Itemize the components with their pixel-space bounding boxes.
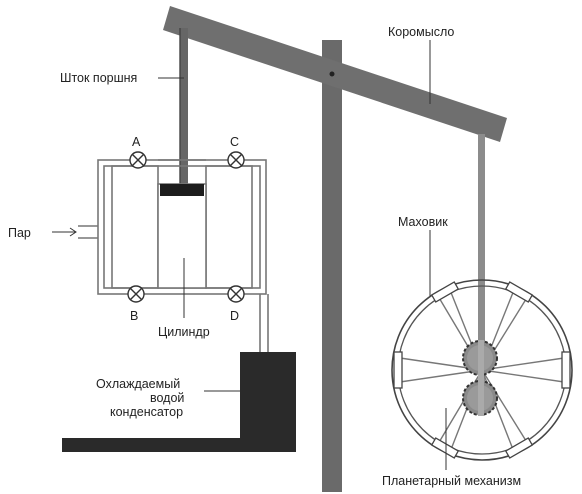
valve-a xyxy=(129,151,147,169)
valve-b xyxy=(127,285,145,303)
condenser xyxy=(62,352,296,452)
label-valve-a: A xyxy=(132,135,141,149)
label-beam: Коромысло xyxy=(388,25,454,39)
label-condenser-3: конденсатор xyxy=(110,405,183,419)
support-post xyxy=(322,40,342,492)
label-steam: Пар xyxy=(8,226,31,240)
flywheel xyxy=(391,279,573,461)
valve-d xyxy=(227,285,245,303)
label-flywheel: Маховик xyxy=(398,215,448,229)
rocker-beam xyxy=(163,6,507,142)
valve-c xyxy=(227,151,245,169)
label-valve-d: D xyxy=(230,309,239,323)
label-valve-b: B xyxy=(130,309,138,323)
planetary-gears xyxy=(462,340,498,416)
label-piston-rod: Шток поршня xyxy=(60,71,137,85)
piston-rod xyxy=(180,28,188,186)
label-condenser-1: Охлаждаемый xyxy=(96,377,180,391)
label-cylinder: Цилиндр xyxy=(158,325,210,339)
connecting-rod xyxy=(478,134,485,392)
beam-pivot xyxy=(329,71,335,77)
label-planetary: Планетарный механизм xyxy=(382,474,521,488)
cylinder-assembly xyxy=(78,159,269,352)
label-valve-c: C xyxy=(230,135,239,149)
piston xyxy=(160,184,204,196)
label-condenser-2: водой xyxy=(150,391,184,405)
